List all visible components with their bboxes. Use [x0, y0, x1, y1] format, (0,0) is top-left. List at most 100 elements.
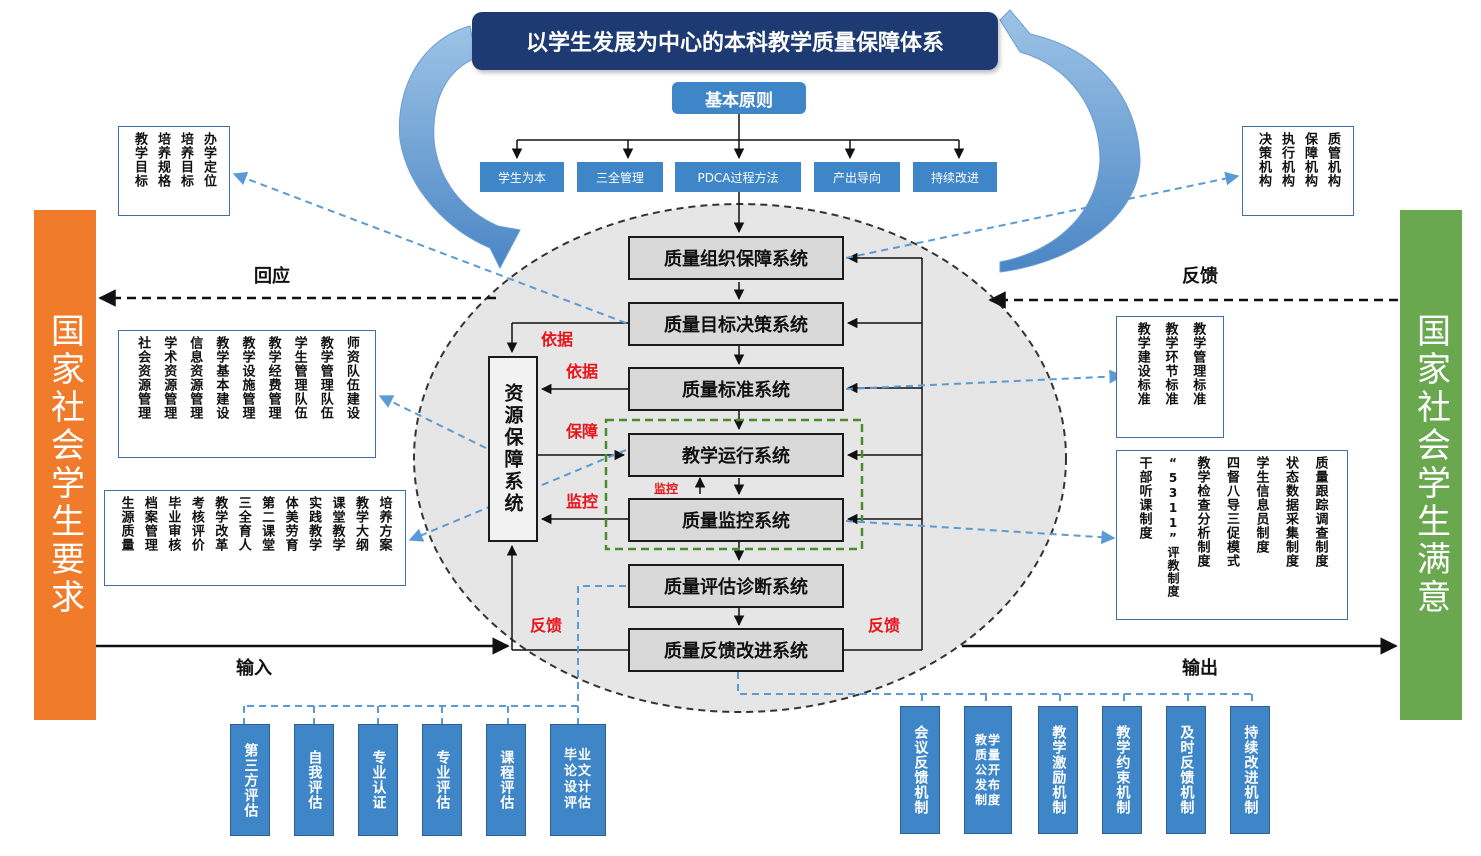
box-item: 教学管理队伍 — [317, 336, 333, 420]
box-item: 决策机构 — [1256, 132, 1271, 188]
eval-label: 专业评估 — [434, 750, 451, 810]
box-item: 课堂教学 — [329, 496, 345, 552]
box-item: 学生信息员制度 — [1253, 456, 1269, 554]
box-item: 体美劳育 — [282, 496, 298, 552]
principle-item: PDCA过程方法 — [675, 162, 801, 192]
principle-tree-lines — [511, 114, 965, 234]
box-item: 教学建设标准 — [1134, 322, 1150, 406]
eval-course: 课程评估 — [486, 724, 526, 836]
principles-header: 基本原则 — [672, 82, 806, 114]
eval-self: 自我评估 — [294, 724, 334, 836]
label-feedback-left: 反馈 — [530, 616, 563, 635]
principle-item: 三全管理 — [577, 162, 663, 192]
system-feedback-improvement: 质量反馈改进系统 — [628, 628, 844, 672]
box-item: 教学改革 — [212, 496, 228, 552]
box-item: 档案管理 — [141, 496, 157, 552]
principle-item: 持续改进 — [913, 162, 997, 192]
principle-item: 学生为本 — [480, 162, 564, 192]
eval-program: 专业评估 — [422, 724, 462, 836]
label-basis-1: 依据 — [541, 330, 574, 349]
box-item: 教学检查分析制度 — [1194, 456, 1210, 568]
box-item: 办学定位 — [201, 132, 216, 188]
mech-timely-feedback: 及时反馈机制 — [1166, 706, 1206, 834]
box-item: “5311”评教制度 — [1166, 456, 1180, 598]
bottom-connectors — [243, 585, 1253, 724]
mech-label: 教学激励机制 — [1050, 725, 1067, 815]
system-organization: 质量组织保障系统 — [628, 236, 844, 280]
label-feedback-right: 反馈 — [868, 616, 901, 635]
box-item: 第二课堂 — [259, 496, 275, 552]
resource-system: 资源保障系统 — [488, 356, 538, 542]
system-standards: 质量标准系统 — [628, 367, 844, 411]
mech-label: 会议反馈机制 — [912, 725, 929, 815]
box-item: 学生管理队伍 — [291, 336, 307, 420]
label-output: 输出 — [1182, 658, 1218, 679]
right-satisfaction-bar: 国家社会学生满意 — [1400, 210, 1462, 720]
mech-constraint: 教学约束机制 — [1102, 706, 1142, 834]
right-cycle-arrow — [999, 9, 1141, 273]
box-item: 教学经费管理 — [265, 336, 281, 420]
box-item: 四督八导三促模式 — [1224, 456, 1239, 568]
label-feedback-top: 反馈 — [1182, 266, 1218, 287]
mech-meeting-feedback: 会议反馈机制 — [900, 706, 940, 834]
principle-item: 产出导向 — [814, 162, 900, 192]
box-standards: 教学建设标准 教学环节标准 教学管理标准 — [1116, 316, 1224, 438]
box-item: 教学设施管理 — [239, 336, 255, 420]
box-item: 学术资源管理 — [161, 336, 177, 420]
monitoring-frame — [604, 418, 864, 551]
box-item: 保障机构 — [1302, 132, 1317, 188]
outer-flow-arrows — [96, 289, 1398, 655]
label-guarantee: 保障 — [566, 422, 599, 441]
mech-label: 教学质量公开发布制度 — [974, 732, 1001, 807]
box-item: 信息资源管理 — [187, 336, 203, 420]
box-item: 教学基本建设 — [213, 336, 229, 420]
box-item: 培养方案 — [376, 496, 392, 552]
mech-continuous-improvement: 持续改进机制 — [1230, 706, 1270, 834]
box-item: 三全育人 — [235, 496, 251, 552]
box-item: 教学目标 — [132, 132, 147, 188]
label-input: 输入 — [236, 658, 272, 679]
eval-label: 第三方评估 — [242, 742, 259, 818]
mech-label: 及时反馈机制 — [1178, 725, 1195, 815]
label-basis-2: 依据 — [566, 362, 599, 381]
box-monitoring-systems: 干部听课制度 “5311”评教制度 教学检查分析制度 四督八导三促模式 学生信息… — [1116, 450, 1348, 620]
box-item: 教学环节标准 — [1162, 322, 1178, 406]
box-school-positioning: 教学目标 培养规格 培养目标 办学定位 — [118, 126, 230, 216]
system-evaluation-diagnosis: 质量评估诊断系统 — [628, 564, 844, 608]
box-organization-bodies: 决策机构 执行机构 保障机构 质管机构 — [1242, 126, 1354, 216]
box-item: 质量跟踪调查制度 — [1312, 456, 1328, 568]
eval-label: 自我评估 — [306, 750, 323, 810]
box-item: 状态数据采集制度 — [1283, 456, 1298, 568]
right-feedback-loop — [844, 252, 923, 651]
box-item: 生源质量 — [118, 496, 134, 552]
page-title: 以学生发展为中心的本科教学质量保障体系 — [472, 12, 998, 70]
box-item: 考核评价 — [188, 496, 204, 552]
box-item: 干部听课制度 — [1136, 456, 1152, 540]
box-item: 教学管理标准 — [1190, 322, 1206, 406]
box-item: 质管机构 — [1325, 132, 1340, 188]
eval-label: 专业认证 — [370, 750, 387, 810]
system-teaching-operation: 教学运行系统 — [628, 433, 844, 477]
mech-label: 教学约束机制 — [1114, 725, 1131, 815]
eval-thesis: 毕业论文设计评估 — [550, 724, 606, 836]
left-resource-links — [506, 322, 628, 651]
mech-label: 持续改进机制 — [1242, 725, 1259, 815]
box-item: 培养规格 — [155, 132, 170, 188]
box-item: 培养目标 — [178, 132, 193, 188]
eval-accreditation: 专业认证 — [358, 724, 398, 836]
label-monitor: 监控 — [566, 492, 599, 511]
label-respond: 回应 — [254, 266, 290, 287]
mech-incentive: 教学激励机制 — [1038, 706, 1078, 834]
left-requirements-bar: 国家社会学生要求 — [34, 210, 96, 720]
box-resource-management: 社会资源管理 学术资源管理 信息资源管理 教学基本建设 教学设施管理 教学经费管… — [118, 330, 376, 458]
mech-quality-publication: 教学质量公开发布制度 — [964, 706, 1012, 834]
box-item: 社会资源管理 — [135, 336, 151, 420]
eval-label: 课程评估 — [498, 750, 515, 810]
label-monitor-small: 监控 — [654, 482, 679, 496]
system-monitoring: 质量监控系统 — [628, 498, 844, 542]
box-item: 教学大纲 — [352, 496, 368, 552]
box-item: 实践教学 — [306, 496, 322, 552]
box-item: 毕业审核 — [165, 496, 181, 552]
eval-third-party: 第三方评估 — [230, 724, 270, 836]
system-goal-decision: 质量目标决策系统 — [628, 302, 844, 346]
